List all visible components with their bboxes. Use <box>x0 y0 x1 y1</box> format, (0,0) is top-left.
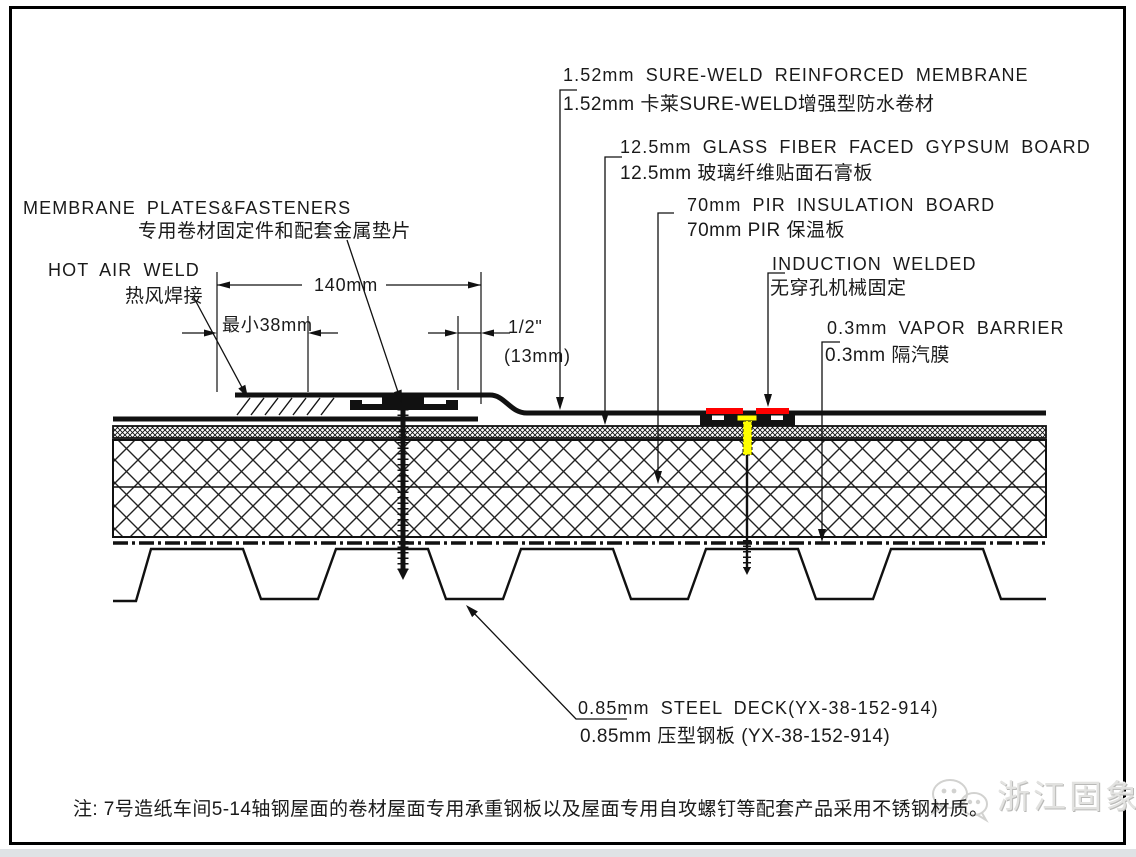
dim-selvage-in: 1/2" <box>508 317 543 337</box>
window-bottom-edge <box>0 849 1136 857</box>
callout-membrane-en: 1.52mm SURE-WELD REINFORCED MEMBRANE <box>563 65 1029 85</box>
dimension-lines <box>182 272 510 404</box>
steel-deck-profile <box>113 547 1046 603</box>
dimension-arrowheads <box>204 281 494 337</box>
sheet-note: 注: 7号造纸车间5-14轴钢屋面的卷材屋面专用承重钢板以及屋面专用自攻螺钉等配… <box>73 799 989 820</box>
leader-arrowheads <box>238 384 826 618</box>
fastener-screw <box>397 398 409 580</box>
callout-induction-cn: 无穿孔机械固定 <box>770 278 907 299</box>
callout-gypsum-cn: 12.5mm 玻璃纤维贴面石膏板 <box>620 163 873 184</box>
callout-deck-cn: 0.85mm 压型钢板 (YX-38-152-914) <box>580 726 891 747</box>
callout-insulation-cn: 70mm PIR 保温板 <box>687 220 846 241</box>
callout-hot-air-en: HOT AIR WELD <box>48 260 200 280</box>
callout-insulation-en: 70mm PIR INSULATION BOARD <box>687 195 996 215</box>
drawing-border <box>9 6 1126 845</box>
induction-weld-marks <box>706 408 789 414</box>
callout-deck-en: 0.85mm STEEL DECK(YX-38-152-914) <box>578 698 939 718</box>
callout-vapor-cn: 0.3mm 隔汽膜 <box>825 345 950 366</box>
dim-lap-width: 140mm <box>313 275 379 295</box>
callout-plates-cn: 专用卷材固定件和配套金属垫片 <box>138 221 412 242</box>
induction-screw <box>736 414 758 575</box>
callout-membrane-cn: 1.52mm 卡莱SURE-WELD增强型防水卷材 <box>563 94 935 115</box>
hot-air-weld-hatch <box>236 397 335 416</box>
dim-selvage-mm: (13mm) <box>504 346 571 366</box>
callout-hot-air-cn: 热风焊接 <box>125 286 204 307</box>
pir-insulation-layer <box>112 439 1047 538</box>
callout-plates-en: MEMBRANE PLATES&FASTENERS <box>23 198 352 218</box>
membrane-layer <box>113 392 1046 422</box>
gypsum-board-layer <box>112 425 1047 439</box>
leader-lines <box>192 89 840 720</box>
callout-gypsum-en: 12.5mm GLASS FIBER FACED GYPSUM BOARD <box>620 137 1091 157</box>
callout-vapor-en: 0.3mm VAPOR BARRIER <box>827 318 1065 338</box>
dim-min-weld: 最小38mm <box>222 315 313 335</box>
watermark-text: 浙江固象 <box>997 778 1136 815</box>
callout-induction-en: INDUCTION WELDED <box>772 254 977 274</box>
watermark-icon <box>930 779 989 823</box>
